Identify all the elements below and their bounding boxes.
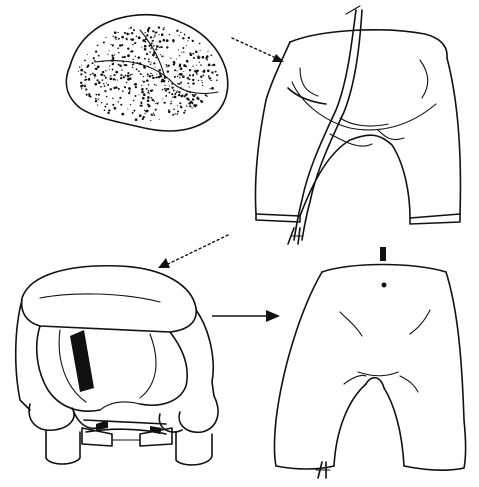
finished-form-icon xyxy=(275,247,466,478)
filled-mould-icon xyxy=(16,266,218,465)
stone-icon xyxy=(66,15,227,131)
mould-with-strings-icon xyxy=(255,6,460,244)
arrow-mould-to-filled xyxy=(158,235,228,268)
arrow-filled-to-finished xyxy=(212,310,280,322)
arrow-stone-to-mould xyxy=(232,38,284,62)
